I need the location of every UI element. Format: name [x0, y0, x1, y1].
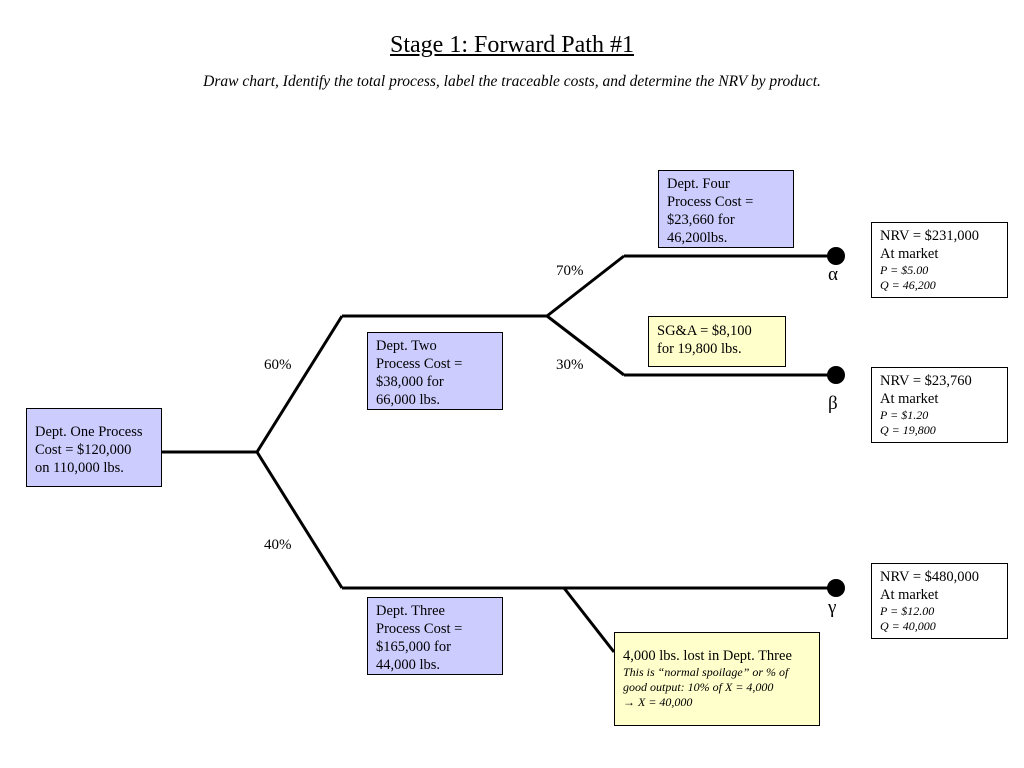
alpha-symbol: α: [828, 264, 838, 285]
nrv-gamma-box: NRV = $480,000 At market P = $12.00 Q = …: [871, 563, 1008, 639]
alpha-endpoint: [827, 247, 845, 265]
sga-box: SG&A = $8,100 for 19,800 lbs.: [648, 316, 786, 367]
nrv-alpha-price: P = $5.00: [880, 263, 929, 277]
dept-three-line-4: 44,000 lbs.: [376, 657, 441, 673]
nrv-gamma-value: NRV = $480,000: [880, 569, 979, 585]
branch-70-line: [546, 254, 625, 318]
dept-one-box: Dept. One Process Cost = $120,000 on 110…: [26, 408, 162, 487]
dept-three-line-3: $165,000 for: [376, 639, 451, 655]
dept-one-line-3: on 110,000 lbs.: [35, 460, 124, 476]
nrv-alpha-market: At market: [880, 246, 939, 262]
dept-four-box: Dept. Four Process Cost = $23,660 for 46…: [658, 170, 794, 248]
dept-one-line-2: Cost = $120,000: [35, 442, 132, 458]
dept-three-line-2: Process Cost =: [376, 621, 463, 637]
dept-three-box: Dept. Three Process Cost = $165,000 for …: [367, 597, 503, 675]
dept-two-box: Dept. Two Process Cost = $38,000 for 66,…: [367, 332, 503, 410]
nrv-gamma-price: P = $12.00: [880, 604, 935, 618]
dept-four-line-2: Process Cost =: [667, 194, 754, 210]
pct-30-label: 30%: [556, 357, 584, 373]
branch-30-line: [546, 314, 625, 377]
dept-two-line-4: 66,000 lbs.: [376, 392, 441, 408]
pct-40-label: 40%: [264, 537, 292, 553]
spoilage-heading: 4,000 lbs. lost in Dept. Three: [623, 648, 792, 664]
spoilage-line: [562, 587, 616, 653]
nrv-beta-qty: Q = 19,800: [880, 423, 936, 437]
spoilage-note-3: → X = 40,000: [623, 695, 693, 709]
nrv-beta-price: P = $1.20: [880, 408, 929, 422]
page-subtitle: Draw chart, Identify the total process, …: [203, 73, 821, 90]
sga-line-2: for 19,800 lbs.: [657, 341, 742, 357]
dept-four-line-4: 46,200lbs.: [667, 230, 728, 246]
gamma-symbol: γ: [828, 597, 837, 618]
nrv-beta-market: At market: [880, 391, 939, 407]
page-title: Stage 1: Forward Path #1: [390, 32, 634, 58]
dept-two-line-3: $38,000 for: [376, 374, 444, 390]
spoilage-note-2: good output: 10% of X = 4,000: [623, 680, 774, 694]
nrv-beta-box: NRV = $23,760 At market P = $1.20 Q = 19…: [871, 367, 1008, 443]
nrv-alpha-box: NRV = $231,000 At market P = $5.00 Q = 4…: [871, 222, 1008, 298]
spoilage-note-1: This is “normal spoilage” or % of: [623, 665, 789, 679]
nrv-gamma-qty: Q = 40,000: [880, 619, 936, 633]
dept-three-line-1: Dept. Three: [376, 603, 445, 619]
spoilage-note-box: 4,000 lbs. lost in Dept. Three This is “…: [614, 632, 820, 726]
gamma-endpoint: [827, 579, 845, 597]
dept-four-line-1: Dept. Four: [667, 176, 730, 192]
beta-symbol: β: [828, 393, 838, 414]
nrv-gamma-market: At market: [880, 587, 939, 603]
dept-one-line-1: Dept. One Process: [35, 424, 143, 440]
branch-40-line: [255, 451, 344, 589]
nrv-alpha-qty: Q = 46,200: [880, 278, 936, 292]
beta-endpoint: [827, 366, 845, 384]
dept-two-line-1: Dept. Two: [376, 338, 437, 354]
dept-four-line-3: $23,660 for: [667, 212, 735, 228]
dept-two-line-2: Process Cost =: [376, 356, 463, 372]
nrv-beta-value: NRV = $23,760: [880, 373, 972, 389]
pct-70-label: 70%: [556, 263, 584, 279]
branch-60-line: [255, 315, 344, 453]
nrv-alpha-value: NRV = $231,000: [880, 228, 979, 244]
pct-60-label: 60%: [264, 357, 292, 373]
sga-line-1: SG&A = $8,100: [657, 323, 752, 339]
